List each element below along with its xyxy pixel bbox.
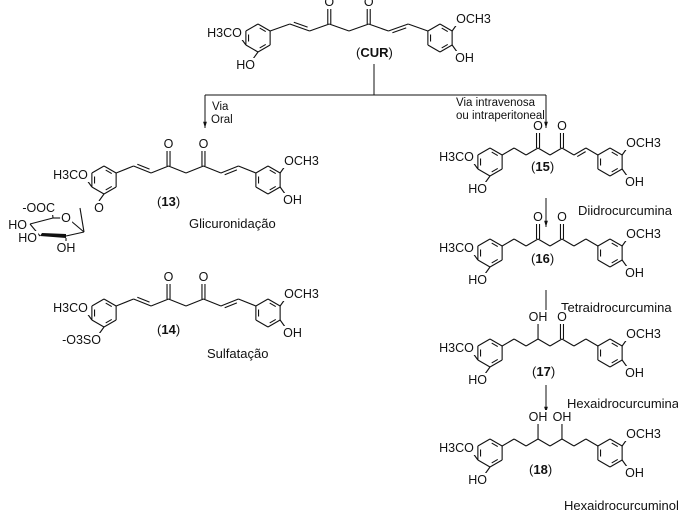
sulfate-label: -O3SO: [61, 333, 102, 347]
carbonyl-oxygen-label: O: [556, 119, 568, 133]
methoxy-label: OCH3: [625, 227, 662, 241]
compound-13-name: Glicuronidação: [189, 216, 276, 231]
compound-16-number: (16): [531, 251, 554, 266]
methoxy-label: OCH3: [283, 287, 320, 301]
carbonyl-oxygen-label: O: [362, 0, 375, 9]
cur-label: (CUR): [356, 45, 393, 60]
hydroxyl-label: OH: [282, 326, 303, 340]
glucuronide-ring: [29, 207, 85, 241]
carbonyl-oxygen-label: O: [162, 270, 175, 284]
carbonyl-oxygen-label: O: [197, 270, 210, 284]
methoxy-label: OCH3: [625, 327, 662, 341]
hydroxyl-label: OH: [527, 310, 549, 324]
methoxy-label: OCH3: [625, 427, 662, 441]
route-iv-line1: Via intravenosa: [456, 97, 536, 109]
structure-14: [86, 284, 286, 335]
methoxy-label: H3CO: [52, 301, 89, 315]
compound-17-number: (17): [532, 364, 555, 379]
route-oral-line1: Via: [212, 101, 229, 113]
structure-16: [472, 224, 628, 275]
compound-16-name: Tetraidrocurcumina: [561, 300, 672, 315]
compound-14-number: (14): [157, 322, 180, 337]
methoxy-label: H3CO: [52, 168, 89, 182]
hydroxyl-label: HO: [467, 373, 488, 387]
hydroxyl-label: OH: [624, 466, 645, 480]
carbonyl-oxygen-label: O: [556, 210, 568, 224]
route-iv-line2: ou intraperitoneal: [456, 110, 545, 122]
hydroxyl-label: OH: [527, 410, 549, 424]
carboxylate-label: -OOC: [21, 201, 56, 215]
methoxy-label: H3CO: [438, 150, 475, 164]
structure-13: [86, 151, 286, 202]
structure-17: [472, 324, 628, 375]
hydroxyl-label: HO: [467, 273, 488, 287]
methoxy-label: OCH3: [625, 136, 662, 150]
carbonyl-oxygen-label: O: [556, 310, 568, 324]
hydroxyl-label: OH: [551, 410, 573, 424]
methoxy-label: H3CO: [206, 26, 243, 40]
compound-18-number: (18): [529, 462, 552, 477]
compound-13-number: (13): [157, 194, 180, 209]
compound-15-name: Diidrocurcumina: [578, 203, 673, 218]
carbonyl-oxygen-label: O: [162, 137, 175, 151]
hydroxyl-label: OH: [282, 193, 303, 207]
methoxy-label: OCH3: [455, 12, 492, 26]
compound-15-number: (15): [531, 159, 554, 174]
hydroxyl-label: HO: [17, 231, 38, 245]
hydroxyl-label: HO: [235, 58, 256, 72]
hydroxyl-label: OH: [55, 241, 77, 255]
hydroxyl-label: OH: [454, 51, 475, 65]
methoxy-label: H3CO: [438, 441, 475, 455]
methoxy-label: OCH3: [283, 154, 320, 168]
compound-14-name: Sulfatação: [207, 346, 268, 361]
hydroxyl-label: OH: [624, 175, 645, 189]
hydroxyl-label: HO: [7, 218, 28, 232]
glycosidic-oxygen-label: O: [93, 201, 105, 215]
hydroxyl-label: HO: [467, 473, 488, 487]
methoxy-label: H3CO: [438, 241, 475, 255]
hydroxyl-label: OH: [624, 266, 645, 280]
branch-connector: [203, 64, 548, 413]
structure-18: [472, 424, 628, 475]
route-oral-line2: Oral: [211, 114, 233, 126]
ring-oxygen-label: O: [60, 211, 72, 225]
hydroxyl-label: OH: [624, 366, 645, 380]
carbonyl-oxygen-label: O: [532, 119, 544, 133]
carbonyl-oxygen-label: O: [197, 137, 210, 151]
carbonyl-oxygen-label: O: [323, 0, 336, 9]
carbonyl-oxygen-label: O: [532, 210, 544, 224]
methoxy-label: H3CO: [438, 341, 475, 355]
structure-cur: [240, 9, 458, 60]
compound-17-name: Hexaidrocurcumina: [567, 396, 678, 411]
compound-18-name: Hexaidrocurcuminol: [564, 498, 678, 513]
structure-15: [472, 133, 628, 184]
hydroxyl-label: HO: [467, 182, 488, 196]
